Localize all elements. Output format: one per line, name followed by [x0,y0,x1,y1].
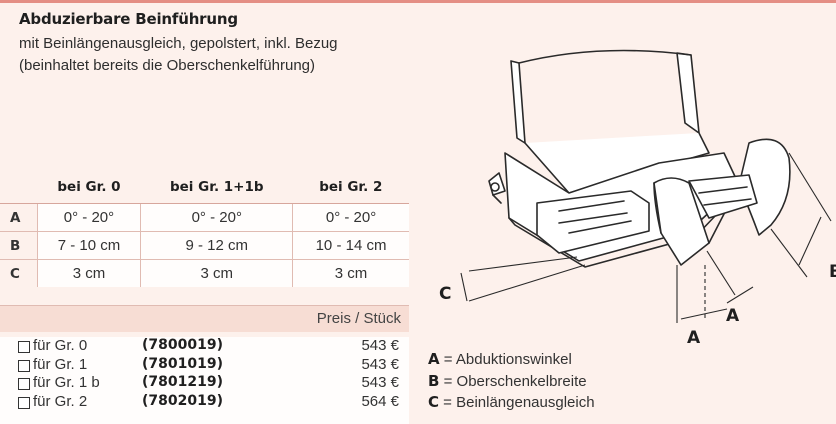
spec-header-size-1: bei Gr. 1+1b [140,170,293,204]
price-list: für Gr. 0 (7800019) 543 € für Gr. 1 (780… [0,337,409,424]
spec-header-size-0: bei Gr. 0 [37,170,141,204]
spec-header-size-2: bei Gr. 2 [292,170,409,204]
price-size-label: für Gr. 2 [33,392,88,410]
legend-key: A [428,350,440,368]
spec-cell: 3 cm [292,259,409,287]
dimension-a-lines [676,250,754,323]
product-description: mit Beinlängenausgleich, gepolstert, ink… [19,35,338,74]
spec-table: bei Gr. 0 bei Gr. 1+1b bei Gr. 2 A 0° - … [0,170,409,287]
leg-guide-diagram: B C A A [439,49,836,348]
diagram-left-leg-plate [536,190,650,254]
spec-row-c: C 3 cm 3 cm 3 cm [0,259,409,287]
price-value: 543 € [361,374,399,391]
legend-item: B = Oberschenkelbreite [428,371,595,393]
spec-cell: 9 - 12 cm [140,231,293,260]
spec-row-label: C [0,259,37,287]
legend-key: B [428,371,440,390]
article-number: (7801019) [142,355,223,372]
spec-cell: 10 - 14 cm [292,231,409,260]
spec-cell: 3 cm [36,259,141,287]
price-header-bar: Preis / Stück [0,305,409,332]
spec-cell: 0° - 20° [36,203,141,232]
diagram-top-strap [518,49,692,64]
legend-key: C [428,393,440,411]
top-accent-bar [0,0,836,3]
price-value: 564 € [361,392,399,410]
price-header-label: Preis / Stück [316,310,401,327]
checkbox-icon[interactable] [18,341,30,353]
diagram-label-a-right: A [726,306,740,326]
spec-cell: 0° - 20° [292,203,409,232]
spec-cell: 3 cm [140,259,293,287]
legend-text: = Oberschenkelbreite [439,372,587,390]
legend-item: A = Abduktionswinkel [428,349,595,371]
price-row: für Gr. 0 (7800019) 543 € [0,337,409,356]
spec-row-b: B 7 - 10 cm 9 - 12 cm 10 - 14 cm [0,231,409,260]
spec-header-corner [0,170,37,204]
diagram-right-leg-plate [688,174,758,219]
dimension-c-lines [460,256,586,302]
price-value: 543 € [361,337,399,354]
price-row: für Gr. 1 (7801019) 543 € [0,356,409,375]
article-number: (7800019) [142,337,223,353]
checkbox-icon[interactable] [18,359,30,372]
checkbox-icon[interactable] [18,396,30,409]
price-row: für Gr. 2 (7802019) 564 € [0,393,409,412]
product-title: Abduzierbare Beinführung [19,10,238,28]
legend-text: = Beinlängenausgleich [439,394,595,411]
diagram-legend: A = Abduktionswinkel B = Oberschenkelbre… [428,349,595,414]
price-row: für Gr. 1 b (7801219) 543 € [0,374,409,393]
price-value: 543 € [361,355,399,373]
spec-row-label: B [0,231,37,260]
legend-text: = Abduktionswinkel [439,351,572,368]
spec-header-row: bei Gr. 0 bei Gr. 1+1b bei Gr. 2 [0,170,409,204]
price-size-label: für Gr. 0 [33,337,88,354]
diagram-upright-left [510,60,526,144]
article-number: (7801219) [142,374,223,390]
price-size-label: für Gr. 1 [33,355,88,373]
product-info-panel: Abduzierbare Beinführung mit Beinlängena… [0,3,409,424]
diagram-label-a-left: A [687,328,701,348]
diagram-knee-block [653,177,710,266]
diagram-label-b: B [829,262,836,282]
article-number: (7802019) [142,392,223,409]
spec-row-label: A [0,203,37,232]
checkbox-icon[interactable] [18,378,30,390]
spec-cell: 0° - 20° [140,203,293,232]
dimension-b-lines [770,152,832,278]
spec-cell: 7 - 10 cm [36,231,141,260]
diagram-panel: B C A A A = Abduktionswinkel B = Obersch… [409,3,836,421]
diagram-label-c: C [439,284,451,304]
spec-row-a: A 0° - 20° 0° - 20° 0° - 20° [0,203,409,232]
price-size-label: für Gr. 1 b [33,374,100,391]
legend-item: C = Beinlängenausgleich [428,392,595,414]
diagram-upright-right [676,52,700,134]
